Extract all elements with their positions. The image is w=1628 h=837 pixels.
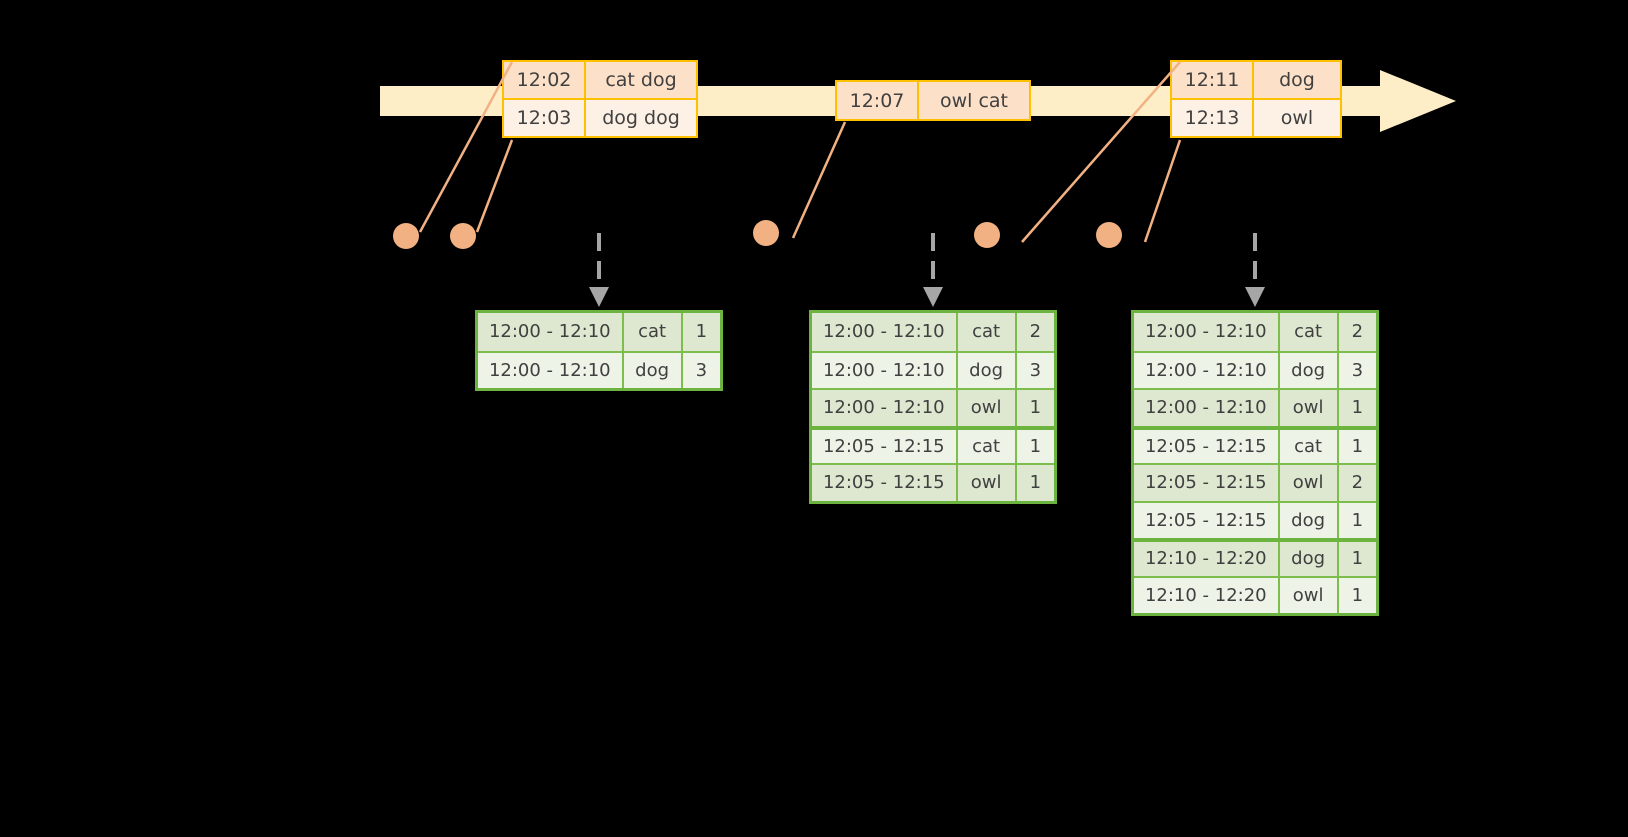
cell-count: 3 bbox=[695, 359, 708, 381]
cell-count: 1 bbox=[1029, 435, 1042, 457]
timeline-arrow-head-icon bbox=[1380, 70, 1456, 132]
event-dot-1207[interactable] bbox=[753, 220, 779, 246]
event-dot-1203[interactable] bbox=[450, 223, 476, 249]
cell-window: 12:00 - 12:10 bbox=[478, 352, 624, 388]
event-time: 12:02 bbox=[504, 62, 586, 98]
cell-window: 12:00 - 12:10 bbox=[812, 313, 958, 351]
cell-key: cat bbox=[1280, 313, 1339, 351]
cell-key: cat bbox=[624, 313, 683, 351]
cell-count: 2 bbox=[1029, 321, 1042, 343]
event-dot-1211[interactable] bbox=[974, 222, 1000, 248]
event-words: owl cat bbox=[939, 89, 1009, 112]
cell-count: 1 bbox=[1351, 397, 1364, 419]
cell-window: 12:00 - 12:10 bbox=[812, 390, 958, 426]
cell-count: 3 bbox=[1029, 359, 1042, 381]
event-row: 12:03 dog dog bbox=[504, 98, 696, 136]
event-words: owl bbox=[1280, 107, 1314, 129]
cell-key: dog bbox=[1280, 502, 1339, 538]
event-words: cat dog bbox=[605, 69, 677, 91]
cell-window: 12:05 - 12:15 bbox=[1134, 429, 1280, 463]
cell-count: 1 bbox=[1351, 548, 1364, 570]
cell-window: 12:05 - 12:15 bbox=[1134, 502, 1280, 538]
event-row: 12:11 dog bbox=[1172, 62, 1340, 98]
cell-count: 1 bbox=[695, 321, 708, 343]
cell-count: 1 bbox=[1029, 397, 1042, 419]
event-box-group-3[interactable]: 12:11 dog 12:13 owl bbox=[1170, 60, 1342, 138]
cell-key: owl bbox=[958, 465, 1017, 501]
cell-window: 12:10 - 12:20 bbox=[1134, 577, 1280, 613]
event-words: dog dog bbox=[602, 107, 680, 129]
event-time: 12:03 bbox=[504, 100, 586, 136]
cell-window: 12:00 - 12:10 bbox=[812, 352, 958, 388]
cell-count: 1 bbox=[1351, 435, 1364, 457]
cell-key: owl bbox=[1280, 577, 1339, 613]
cell-count: 1 bbox=[1029, 472, 1042, 494]
cell-count: 1 bbox=[1351, 584, 1364, 606]
dashed-arrow-down-icon-2 bbox=[923, 233, 943, 307]
event-row: 12:02 cat dog bbox=[504, 62, 696, 98]
cell-window: 12:00 - 12:10 bbox=[1134, 390, 1280, 426]
cell-window: 12:05 - 12:15 bbox=[812, 465, 958, 501]
event-box-group-1[interactable]: 12:02 cat dog 12:03 dog dog bbox=[502, 60, 698, 138]
cell-window: 12:10 - 12:20 bbox=[1134, 542, 1280, 576]
event-words: dog bbox=[1279, 69, 1315, 91]
event-time: 12:11 bbox=[1172, 62, 1254, 98]
cell-count: 1 bbox=[1351, 509, 1364, 531]
event-dot-1213[interactable] bbox=[1096, 222, 1122, 248]
event-time: 12:13 bbox=[1172, 100, 1254, 136]
event-dot-1202[interactable] bbox=[393, 223, 419, 249]
cell-key: dog bbox=[624, 352, 683, 388]
cell-count: 2 bbox=[1351, 321, 1364, 343]
cell-window: 12:00 - 12:10 bbox=[478, 313, 624, 351]
cell-count: 2 bbox=[1351, 472, 1364, 494]
cell-window: 12:05 - 12:15 bbox=[812, 429, 958, 463]
cell-count: 3 bbox=[1351, 359, 1364, 381]
event-row: 12:07 owl cat bbox=[837, 82, 1029, 119]
cell-key: owl bbox=[958, 390, 1017, 426]
cell-key: owl bbox=[1280, 390, 1339, 426]
event-box-group-2[interactable]: 12:07 owl cat bbox=[835, 80, 1031, 121]
cell-key: cat bbox=[1280, 429, 1339, 463]
cell-key: dog bbox=[1280, 352, 1339, 388]
cell-window: 12:00 - 12:10 bbox=[1134, 352, 1280, 388]
event-time: 12:07 bbox=[837, 82, 919, 119]
cell-window: 12:00 - 12:10 bbox=[1134, 313, 1280, 351]
cell-key: dog bbox=[1280, 542, 1339, 576]
cell-key: owl bbox=[1280, 465, 1339, 501]
dashed-arrow-down-icon-1 bbox=[589, 233, 609, 307]
cell-window: 12:05 - 12:15 bbox=[1134, 465, 1280, 501]
cell-key: dog bbox=[958, 352, 1017, 388]
event-row: 12:13 owl bbox=[1172, 98, 1340, 136]
dashed-arrow-down-icon-3 bbox=[1245, 233, 1265, 307]
cell-key: cat bbox=[958, 313, 1017, 351]
cell-key: cat bbox=[958, 429, 1017, 463]
